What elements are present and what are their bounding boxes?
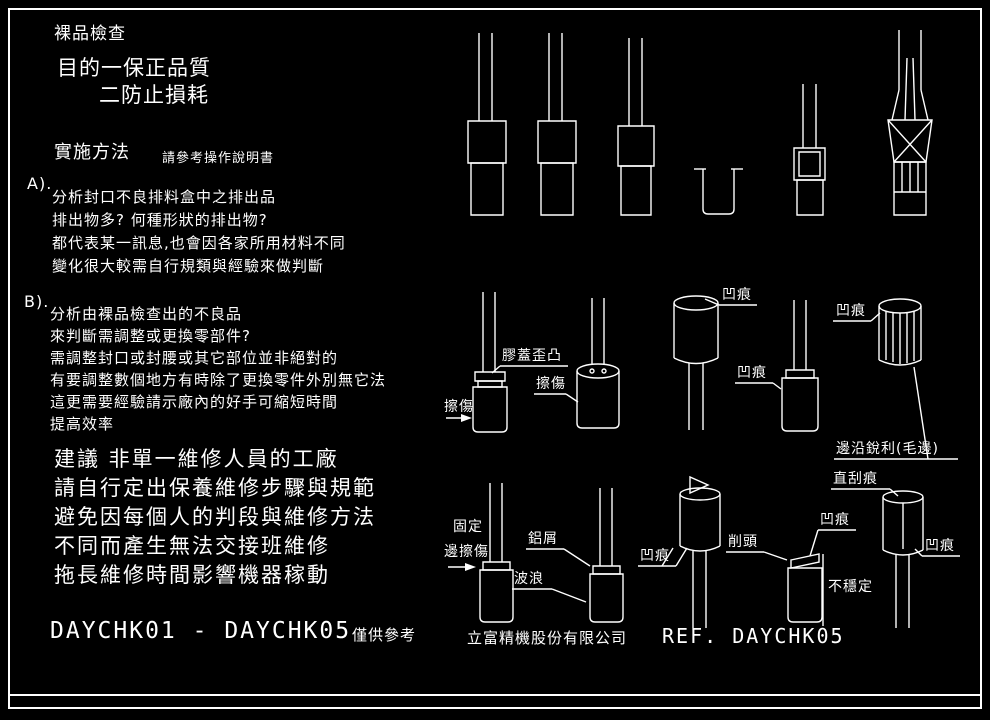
section-b-text: 分析由裸品檢查出的不良品 來判斷需調整或更換零部件? 需調整封口或封腰或其它部位… — [50, 303, 386, 435]
section-a-text: 分析封口不良排料盒中之排出品 排出物多? 何種形狀的排出物? 都代表某一訊息,也… — [52, 186, 346, 278]
reference-note: 僅供參考 — [352, 626, 417, 644]
section-b-line: 這更需要經驗請示廠內的好手可縮短時間 — [50, 393, 339, 411]
defect-label-fixed: 固定 — [453, 519, 483, 535]
suggestion-line: 不同而產生無法交接班維修 — [54, 534, 330, 558]
section-a-line: 排出物多? 何種形狀的排出物? — [52, 211, 268, 229]
section-b-line: 提高效率 — [50, 415, 115, 433]
method-note: 請參考操作說明書 — [162, 151, 275, 166]
defect-label-scratch-mid: 擦傷 — [536, 376, 566, 392]
defect-label-dent-bottom-mid: 凹痕 — [820, 512, 850, 528]
defect-label-dent-top-mid: 凹痕 — [722, 287, 752, 303]
section-b-line: 來判斷需調整或更換零部件? — [50, 327, 251, 345]
section-a-label: A). — [27, 174, 53, 193]
capacitor-top-5 — [888, 30, 932, 215]
capacitor-top-3 — [618, 38, 654, 215]
cylinder-mid-2 — [879, 299, 921, 365]
suggestion-line: 建議 非單一維修人員的工廠 — [54, 447, 339, 471]
method-label: 實施方法 — [54, 142, 130, 163]
section-a-line: 分析封口不良排料盒中之排出品 — [52, 188, 277, 206]
suggestion-line: 拖長維修時間影響機器稼動 — [54, 563, 330, 587]
purpose-line-2: 二防止損耗 — [99, 83, 209, 107]
capacitor-mid-2 — [577, 298, 619, 428]
capacitor-bot-2 — [590, 488, 623, 622]
defect-label-dent-bottom-right: 凹痕 — [925, 538, 955, 554]
suggestion-text: 建議 非單一維修人員的工廠 請自行定出保養維修步驟與規範 避免因每個人的判段與維… — [54, 445, 376, 590]
defect-label-dent-top-right: 凹痕 — [836, 303, 866, 319]
capacitor-top-1 — [468, 33, 506, 215]
defect-label-edge-scratch: 邊擦傷 — [444, 544, 489, 560]
defect-label-cap-tilted: 膠蓋歪凸 — [502, 348, 562, 364]
section-b-line: 需調整封口或封腰或其它部位並非絕對的 — [50, 349, 339, 367]
capacitor-bot-3 — [788, 554, 822, 622]
sheet-border — [9, 9, 981, 708]
section-b-line: 分析由裸品檢查出的不良品 — [50, 305, 243, 323]
section-a-line: 都代表某一訊息,也會因各家所用材料不同 — [52, 234, 346, 252]
capacitor-mid-1 — [473, 292, 507, 432]
holder-bracket — [694, 169, 743, 214]
section-b-label: B). — [24, 292, 50, 311]
defect-label-sharp-edge-burr: 邊沿銳利(毛邊) — [836, 441, 939, 457]
defect-label-straight-scratch: 直刮痕 — [833, 471, 878, 487]
ref-label: REF. DAYCHK05 — [662, 624, 845, 648]
capacitor-top-4 — [794, 84, 825, 215]
leader-lines — [446, 299, 960, 626]
doc-range: DAYCHK01 - DAYCHK05 — [50, 618, 352, 644]
defect-label-aluminum-shavings: 鋁屑 — [528, 531, 558, 547]
defect-label-cut-head: 削頭 — [728, 534, 758, 550]
company-name: 立富精機股份有限公司 — [467, 629, 628, 647]
defect-label-dent-bottom-left: 凹痕 — [640, 548, 670, 564]
suggestion-line: 請自行定出保養維修步驟與規範 — [54, 476, 376, 500]
page-title: 裸品檢查 — [54, 24, 126, 44]
purpose-line-1: 目的一保正品質 — [57, 56, 211, 80]
cylinder-mid-1 — [674, 296, 718, 430]
capacitor-mid-3 — [782, 300, 818, 431]
defect-label-scratch-left: 擦傷 — [444, 399, 474, 415]
cylinder-bot-2 — [883, 491, 923, 628]
defect-label-wave: 波浪 — [514, 571, 544, 587]
capacitor-top-2 — [538, 33, 576, 215]
section-a-line: 變化很大較需自行規類與經驗來做判斷 — [52, 257, 325, 275]
defect-label-dent-mid: 凹痕 — [737, 365, 767, 381]
section-b-line: 有要調整數個地方有時除了更換零件外別無它法 — [50, 371, 387, 389]
cylinder-bot-1 — [680, 477, 720, 628]
capacitor-bot-1 — [480, 483, 513, 622]
defect-label-unstable: 不穩定 — [828, 579, 873, 595]
suggestion-line: 避免因每個人的判段與維修方法 — [54, 505, 376, 529]
